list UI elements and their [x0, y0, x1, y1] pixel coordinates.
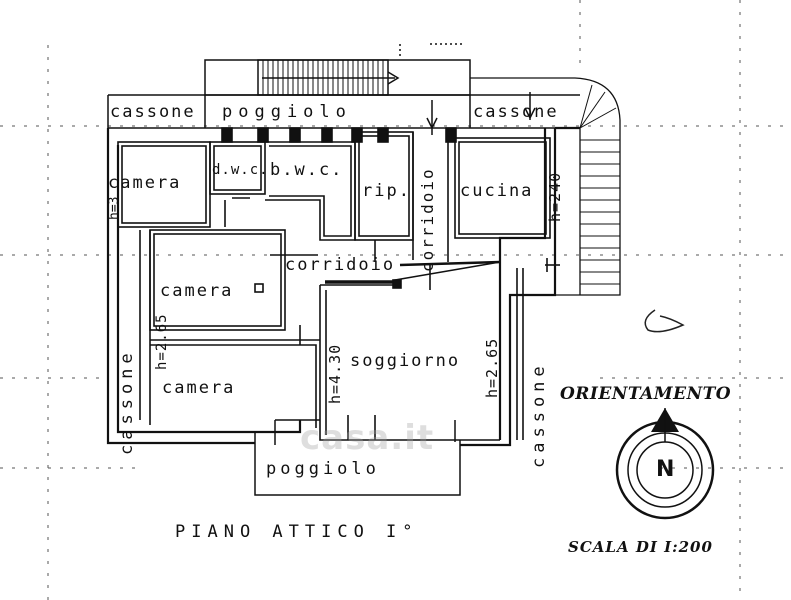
watermark-logo: casa.it [300, 418, 435, 458]
label-camera-middle: camera [160, 281, 234, 301]
label-cassone-top-left: cassone [110, 102, 196, 122]
label-h-camera-top: h=3 [107, 196, 122, 220]
label-h-soggiorno-right: h=2.65 [483, 337, 501, 398]
scribble-mark [644, 309, 685, 333]
bottom-balcony [254, 419, 461, 496]
orientation-title: ORIENTAMENTO [560, 384, 732, 404]
label-poggiolo-bottom: poggiolo [266, 459, 380, 479]
label-cucina: cucina [460, 181, 534, 201]
label-camera-bottom: camera [162, 378, 236, 398]
label-rip: rip. [362, 181, 411, 201]
top-stair [204, 43, 471, 96]
label-h-cucina: h=240 [546, 171, 564, 222]
interior-walls [117, 127, 560, 441]
label-cassone-right: cassone [529, 361, 549, 468]
label-h-soggiorno-left: h=4.30 [326, 343, 344, 404]
compass [615, 408, 715, 520]
scale-label: SCALA DI I:200 [568, 538, 713, 556]
plan-title: PIANO ATTICO I° [175, 522, 419, 542]
label-h-camera-middle: h=2.65 [154, 313, 170, 370]
label-corridoio-vertical: corridoio [418, 167, 437, 272]
north-letter: N [656, 457, 675, 482]
label-soggiorno: soggiorno [350, 351, 461, 371]
label-cassone-top-right: cassone [473, 102, 559, 122]
label-poggiolo-top: poggiolo [222, 102, 352, 122]
label-bwc: b.w.c. [270, 160, 344, 180]
label-cassone-left: cassone [117, 348, 137, 455]
label-dwc: d.w.c. [212, 162, 269, 178]
label-camera-top-left: camera [108, 173, 182, 193]
label-corridoio-horizontal: corridoio [285, 255, 396, 275]
